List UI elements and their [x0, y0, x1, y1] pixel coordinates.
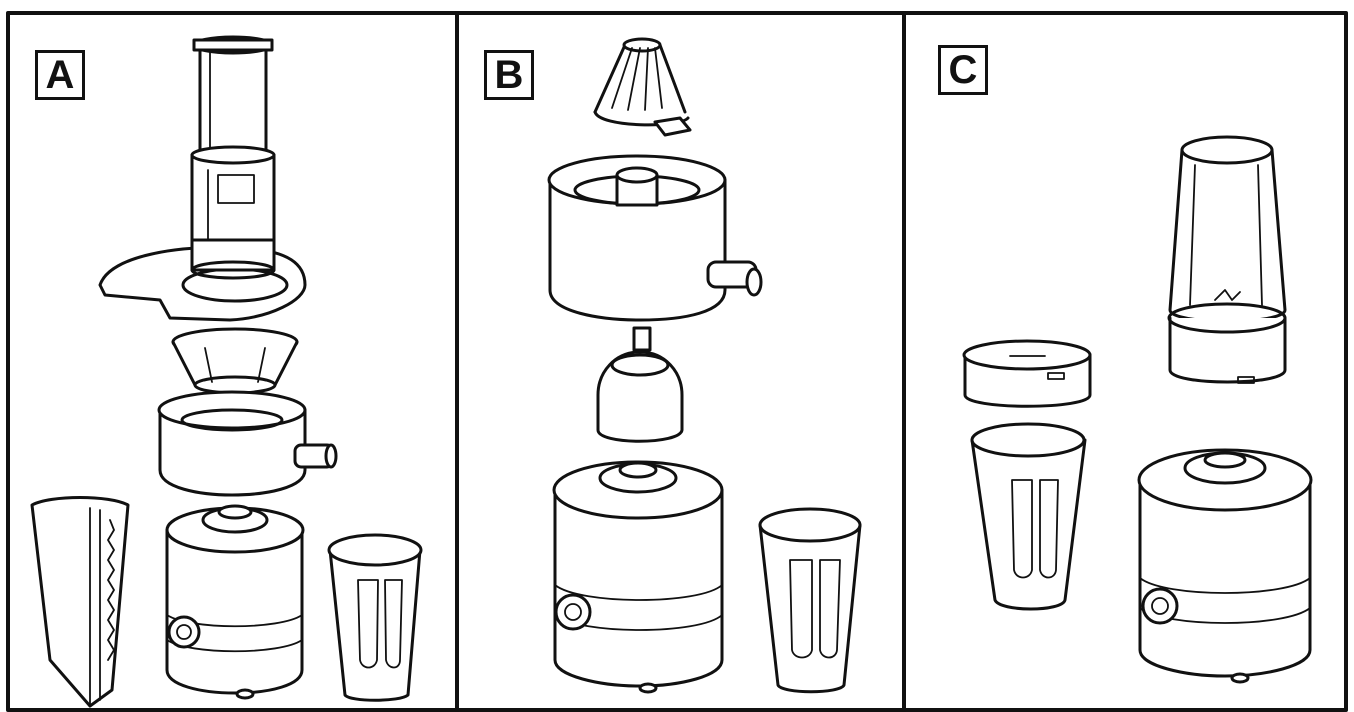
filter-basket-illustration [171, 327, 299, 395]
cup-c-illustration [970, 422, 1087, 611]
reamer-cone-illustration [593, 37, 692, 137]
cup-a-illustration [327, 533, 423, 702]
panel-b [547, 37, 862, 694]
motor-base-c-illustration [1137, 448, 1313, 684]
pusher-illustration [192, 35, 274, 162]
reamer-bowl-illustration [547, 154, 763, 322]
panel-a [30, 35, 423, 708]
panel-label-a: A [35, 50, 85, 100]
panel-label-b: B [484, 50, 534, 100]
drive-adapter-illustration [596, 326, 684, 443]
blade-base-illustration [962, 339, 1092, 408]
lid-illustration [98, 238, 307, 322]
outer-border [6, 11, 1348, 712]
panel-c [962, 135, 1313, 684]
panel-label-c: C [938, 45, 988, 95]
blender-bottle-illustration [1167, 135, 1287, 384]
motor-base-a-illustration [165, 504, 305, 700]
bowl-illustration [157, 390, 338, 497]
cup-b-illustration [758, 507, 862, 694]
pulp-container-illustration [30, 496, 130, 708]
motor-base-b-illustration [552, 460, 724, 694]
